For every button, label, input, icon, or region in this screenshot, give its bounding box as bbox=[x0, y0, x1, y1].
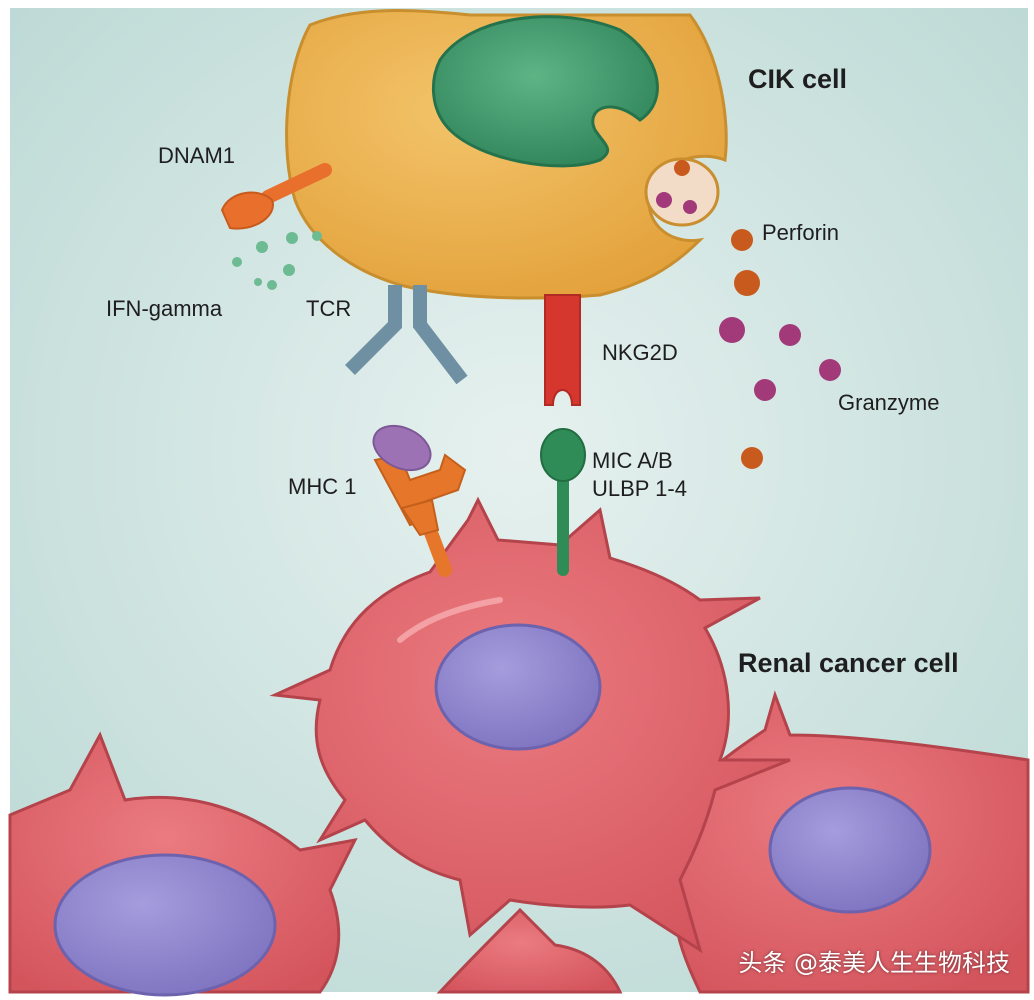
cancer-cell-bottom bbox=[436, 907, 623, 994]
cancer-nucleus-right bbox=[768, 786, 932, 914]
tcr-label: TCR bbox=[306, 296, 352, 321]
granzyme-particles bbox=[719, 317, 841, 401]
mic-ulbp-ligand bbox=[540, 428, 586, 576]
mhc1-molecule bbox=[372, 424, 467, 577]
ifn-gamma-label: IFN-gamma bbox=[106, 296, 223, 321]
perforin-particles bbox=[731, 229, 763, 469]
tcr-receptor bbox=[345, 285, 468, 385]
mhc1-label: MHC 1 bbox=[288, 474, 357, 499]
perforin-label: Perforin bbox=[762, 220, 840, 245]
renal-cancer-cell-label: Renal cancer cell bbox=[738, 648, 959, 678]
vesicle-perforin-granule bbox=[674, 160, 690, 176]
cik-vesicle bbox=[644, 157, 720, 227]
vesicle-granzyme-granule bbox=[656, 192, 672, 208]
vesicle-granzyme-granule bbox=[683, 200, 697, 214]
cancer-cell-highlight bbox=[397, 597, 503, 643]
granzyme-label: Granzyme bbox=[838, 390, 940, 415]
ulbp-label: ULBP 1-4 bbox=[592, 476, 687, 501]
dnam1-label: DNAM1 bbox=[158, 143, 236, 168]
cik-cell-label: CIK cell bbox=[748, 64, 848, 94]
ifn-gamma-particles bbox=[232, 231, 322, 290]
cik-nucleus bbox=[431, 15, 659, 168]
cancer-nucleus-left bbox=[53, 853, 277, 997]
cancer-nucleus-main bbox=[434, 623, 602, 751]
nkg2d-receptor bbox=[544, 294, 581, 406]
nkg2d-label: NKG2D bbox=[602, 340, 678, 365]
dnam1-receptor bbox=[220, 163, 332, 230]
watermark: 头条 @泰美人生生物科技 bbox=[738, 949, 1010, 977]
mic-ab-label: MIC A/B bbox=[592, 448, 673, 473]
